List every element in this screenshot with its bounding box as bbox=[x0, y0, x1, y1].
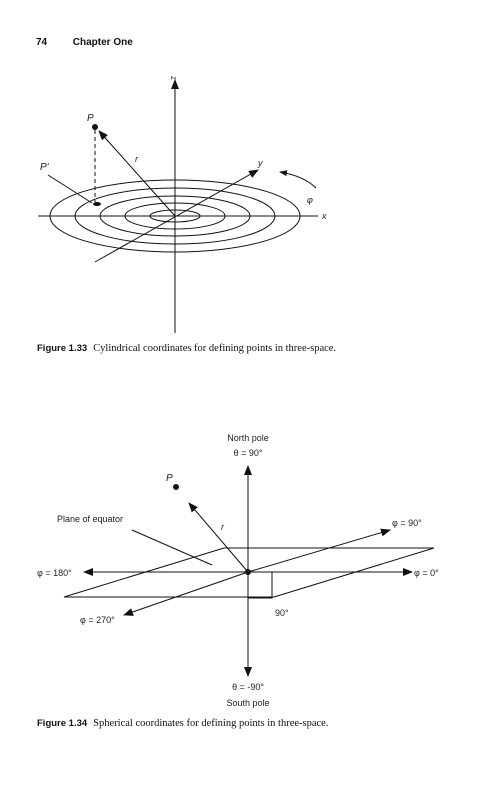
y-axis bbox=[94, 169, 259, 263]
caption-text: Cylindrical coordinates for defining poi… bbox=[93, 343, 337, 354]
label-phi: φ bbox=[307, 195, 313, 205]
label-theta-90: θ = 90° bbox=[234, 448, 263, 458]
page-header: 74 Chapter One bbox=[36, 37, 133, 48]
label-r: r bbox=[221, 522, 225, 532]
label-theta-minus-90: θ = -90° bbox=[232, 682, 264, 692]
phi-270-axis bbox=[123, 571, 249, 616]
caption-number: Figure 1.33 bbox=[37, 343, 88, 354]
r-vector bbox=[98, 130, 176, 217]
right-angle-marker bbox=[248, 572, 273, 599]
label-north-pole: North pole bbox=[227, 433, 269, 443]
label-p: P bbox=[87, 113, 94, 124]
caption-text: Spherical coordinates for defining point… bbox=[93, 718, 329, 729]
figure-spherical-coordinates: North pole θ = 90° P r Plane of equator … bbox=[37, 433, 439, 708]
label-phi-180: φ = 180° bbox=[37, 568, 72, 578]
label-plane-of-equator: Plane of equator bbox=[57, 514, 123, 524]
label-south-pole: South pole bbox=[226, 698, 269, 708]
point-p-prime bbox=[93, 202, 101, 206]
equator-plane bbox=[63, 547, 435, 598]
caption-number: Figure 1.34 bbox=[37, 718, 88, 729]
label-z: z bbox=[169, 76, 178, 80]
label-p: P bbox=[166, 473, 173, 484]
r-vector bbox=[188, 502, 249, 573]
p-prime-leader bbox=[47, 174, 93, 204]
phi-90-axis bbox=[247, 528, 391, 573]
label-phi-90: φ = 90° bbox=[392, 518, 422, 528]
figure-cylindrical-coordinates: z P r P' y φ x bbox=[38, 76, 327, 333]
label-phi-0: φ = 0° bbox=[414, 568, 439, 578]
point-p bbox=[173, 484, 179, 490]
label-x: x bbox=[321, 211, 327, 221]
label-phi-270: φ = 270° bbox=[80, 615, 115, 625]
phi-rotation-arrow bbox=[279, 170, 317, 189]
point-p bbox=[92, 124, 98, 130]
figure-1-34-caption: Figure 1.34 Spherical coordinates for def… bbox=[37, 718, 457, 730]
label-p-prime: P' bbox=[40, 162, 50, 173]
page-number: 74 bbox=[36, 37, 48, 48]
chapter-title: Chapter One bbox=[72, 37, 133, 48]
label-r: r bbox=[135, 154, 139, 164]
figure-1-33-caption: Figure 1.33 Cylindrical coordinates for d… bbox=[37, 343, 357, 355]
label-y: y bbox=[257, 158, 263, 168]
label-angle-90: 90° bbox=[275, 608, 289, 618]
equator-leader bbox=[131, 529, 213, 566]
origin-dot bbox=[245, 569, 251, 575]
